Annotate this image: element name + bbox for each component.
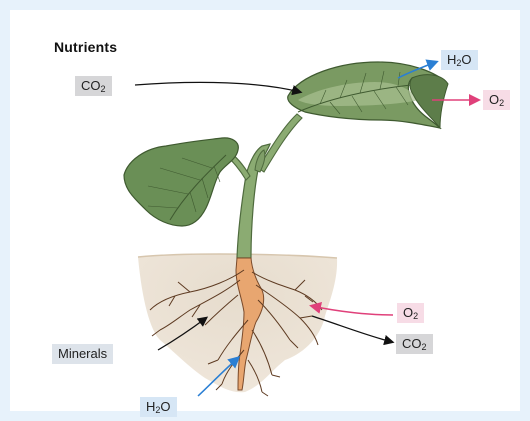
label-o2-root: O2 xyxy=(397,303,424,323)
arrow-root-to-co2 xyxy=(312,316,392,342)
label-o2-top: O2 xyxy=(483,90,510,110)
label-co2-top: CO2 xyxy=(75,76,112,96)
stem-branch-right xyxy=(258,114,302,172)
leaf-left xyxy=(124,138,238,226)
diagram-title: Nutrients xyxy=(54,39,117,55)
label-h2o-top: H2O xyxy=(441,50,478,70)
label-h2o-root: H2O xyxy=(140,397,177,417)
label-minerals: Minerals xyxy=(52,344,113,364)
arrow-co2-to-leaf xyxy=(135,82,300,92)
label-co2-root: CO2 xyxy=(396,334,433,354)
